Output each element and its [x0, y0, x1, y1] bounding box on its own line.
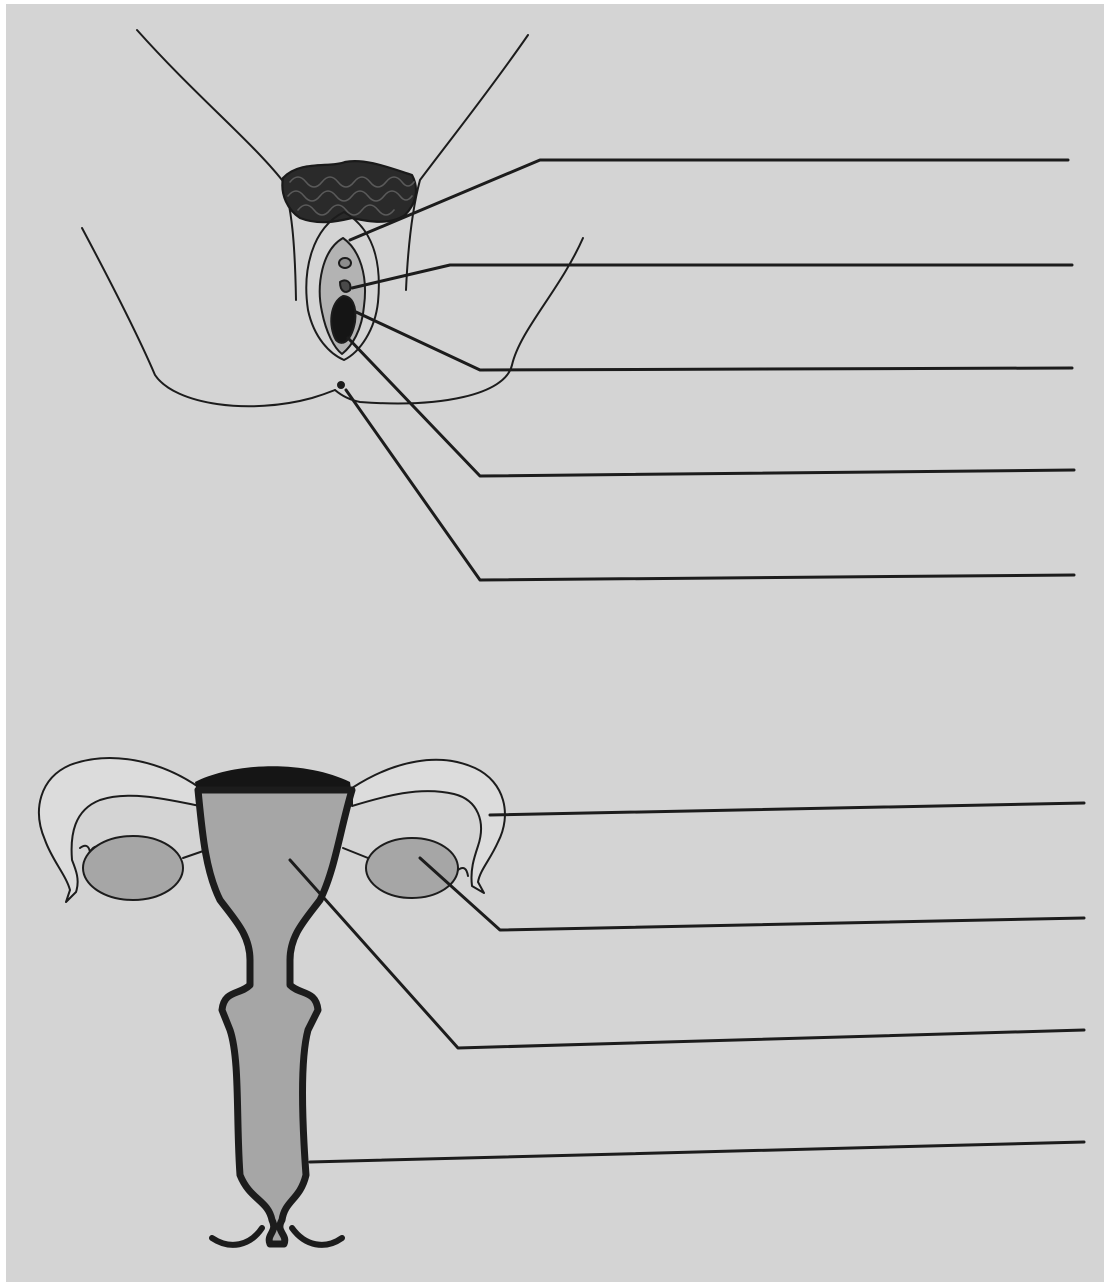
left-buttock-outline — [82, 228, 335, 406]
leader-line-clitoris — [352, 265, 1072, 288]
leader-line-vagina — [310, 1142, 1084, 1162]
uterus-vagina-body — [198, 790, 352, 1244]
left-vaginal-opening-curl — [212, 1228, 262, 1245]
leader-line-ovary — [420, 858, 1084, 930]
left-ovary — [83, 836, 183, 900]
anus-dot — [338, 382, 344, 388]
leader-line-urethral-opening — [356, 312, 1072, 370]
external-label-leaders — [346, 160, 1074, 580]
external-genitalia-diagram — [82, 30, 583, 406]
leader-line-fallopian-tube — [490, 803, 1084, 815]
urethral-opening-shape — [340, 280, 350, 292]
leader-line-anus — [346, 390, 1074, 580]
right-ovary — [366, 838, 458, 898]
right-vaginal-opening-curl — [292, 1228, 342, 1245]
internal-organs-diagram — [39, 758, 505, 1245]
leader-line-mons-pubis — [350, 160, 1068, 240]
clitoris-shape — [339, 258, 351, 268]
pubic-hair-texture — [282, 161, 416, 222]
right-ovarian-ligament — [343, 848, 368, 858]
right-thigh-outline — [406, 35, 528, 290]
left-thigh-outline — [137, 30, 296, 300]
